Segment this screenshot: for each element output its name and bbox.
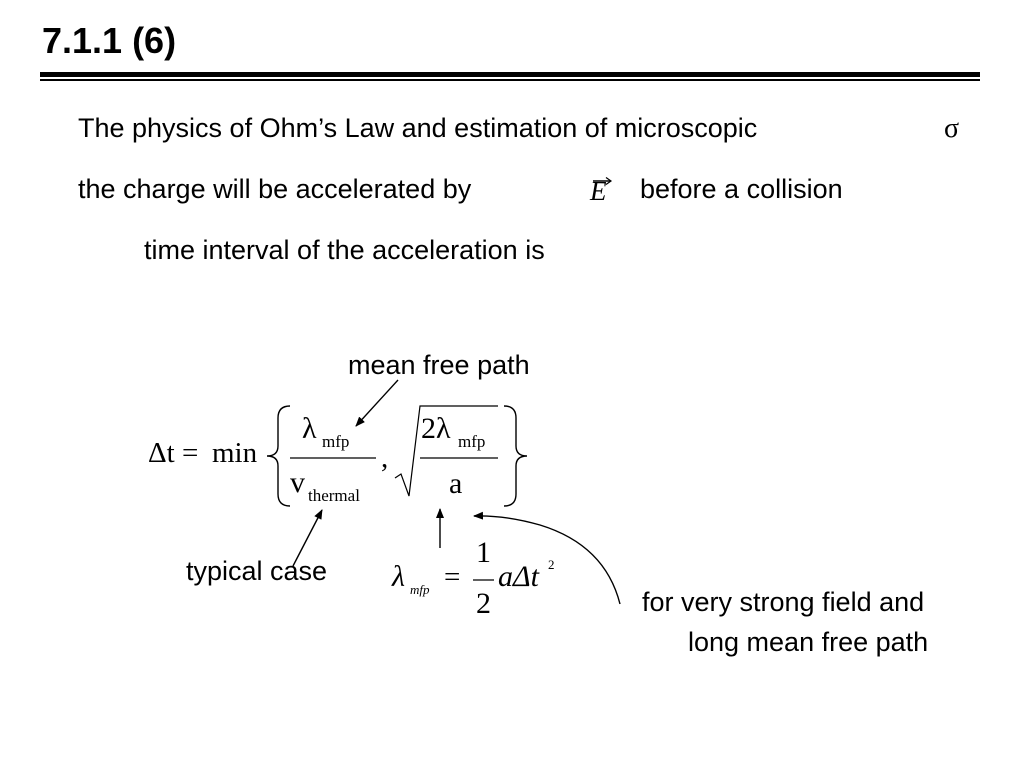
eq1-mfp-subscript-2: mfp bbox=[458, 432, 486, 451]
title-rule-thick bbox=[40, 72, 980, 77]
label-strong-field-line-2: long mean free path bbox=[688, 627, 929, 657]
eq1-lambda: λ bbox=[302, 412, 317, 445]
text-line-1: The physics of Ohm’s Law and estimation … bbox=[78, 113, 758, 143]
arrow-typical-case bbox=[292, 509, 323, 567]
eq1-v: v bbox=[290, 466, 305, 499]
eq2-exponent: 2 bbox=[548, 557, 555, 572]
eq1-thermal-subscript: thermal bbox=[308, 486, 360, 505]
label-mean-free-path: mean free path bbox=[348, 350, 530, 380]
text-line-3: time interval of the acceleration is bbox=[144, 235, 545, 265]
eq1-sqrt-sign bbox=[394, 405, 498, 497]
eq1-mfp-subscript: mfp bbox=[322, 432, 350, 451]
eq1-two-lambda: 2λ bbox=[421, 412, 451, 445]
eq2-numerator: 1 bbox=[476, 536, 491, 569]
label-strong-field-line-1: for very strong field and bbox=[642, 587, 925, 617]
title-rule-thin bbox=[40, 79, 980, 81]
slide-title: 7.1.1 (6) bbox=[42, 20, 177, 61]
label-typical-case: typical case bbox=[186, 556, 328, 586]
arrow-strong-field bbox=[473, 511, 621, 605]
text-line-2-start: the charge will be accelerated by bbox=[78, 174, 472, 204]
vector-arrow-icon bbox=[593, 177, 613, 185]
electric-field-vector: E bbox=[590, 176, 607, 206]
sigma-symbol: σ bbox=[944, 113, 960, 144]
eq2-denominator: 2 bbox=[476, 587, 491, 620]
eq1-comma: , bbox=[381, 442, 389, 474]
eq1-equals: = bbox=[182, 437, 199, 469]
eq2-equals: = bbox=[444, 561, 461, 593]
arrow-mean-free-path bbox=[355, 379, 399, 427]
eq2-rhs: aΔt bbox=[498, 560, 539, 593]
text-line-2-end: before a collision bbox=[640, 174, 843, 204]
eq1-lhs: Δt bbox=[148, 437, 175, 469]
eq2-lambda: λ bbox=[392, 560, 405, 593]
right-brace bbox=[503, 405, 528, 507]
eq1-a: a bbox=[449, 467, 463, 500]
eq1-min: min bbox=[212, 437, 258, 469]
left-brace bbox=[266, 405, 291, 507]
eq2-mfp-subscript: mfp bbox=[410, 582, 430, 597]
